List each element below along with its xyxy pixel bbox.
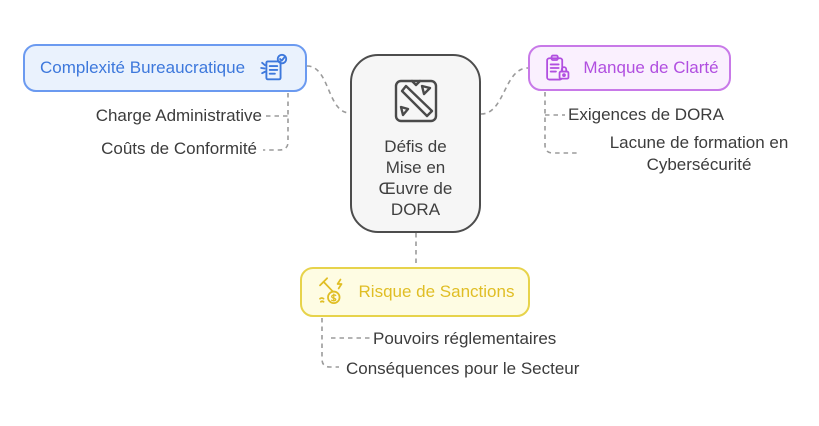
connector-yellow-subtopics-trunk	[321, 318, 339, 368]
subtopic-charge-administrative[interactable]: Charge Administrative	[95, 106, 262, 125]
connector-blue-subtopics-trunk	[263, 93, 289, 151]
central-topic-line: Mise en	[385, 158, 446, 177]
subtopic-lacune-de-formation[interactable]: Lacune de formation en Cybersécurité	[609, 133, 789, 174]
bureaucracy-document-check-icon	[256, 51, 290, 85]
central-topic-line: Défis de	[384, 137, 447, 156]
subtopic-couts-de-conformite[interactable]: Coûts de Conformité	[101, 139, 257, 158]
connector-center-to-blue	[306, 65, 351, 114]
clipboard-lock-icon	[540, 52, 572, 84]
connector-center-to-purple	[480, 67, 529, 115]
branch-label: Manque de Clarté	[583, 58, 719, 77]
node-central-topic[interactable]: Défis de Mise en Œuvre de DORA	[350, 54, 481, 233]
dora-logo-icon	[392, 77, 440, 130]
node-risque-de-sanctions[interactable]: Risque de Sanctions	[300, 267, 530, 317]
node-complexite-bureaucratique[interactable]: Complexité Bureaucratique	[23, 44, 307, 92]
branch-label: Complexité Bureaucratique	[39, 58, 246, 77]
subtopic-consequences-secteur[interactable]: Conséquences pour le Secteur	[346, 359, 580, 378]
central-topic-line: Œuvre de	[378, 179, 453, 198]
subtopic-exigences-de-dora[interactable]: Exigences de DORA	[568, 105, 724, 124]
branch-label: Risque de Sanctions	[358, 282, 515, 301]
subtopic-pouvoirs-reglementaires[interactable]: Pouvoirs réglementaires	[373, 329, 557, 348]
gavel-dollar-icon	[316, 276, 348, 308]
central-topic-label: Défis de Mise en Œuvre de DORA	[379, 136, 453, 220]
node-manque-de-clarte[interactable]: Manque de Clarté	[528, 45, 731, 91]
central-topic-line: DORA	[390, 200, 441, 219]
